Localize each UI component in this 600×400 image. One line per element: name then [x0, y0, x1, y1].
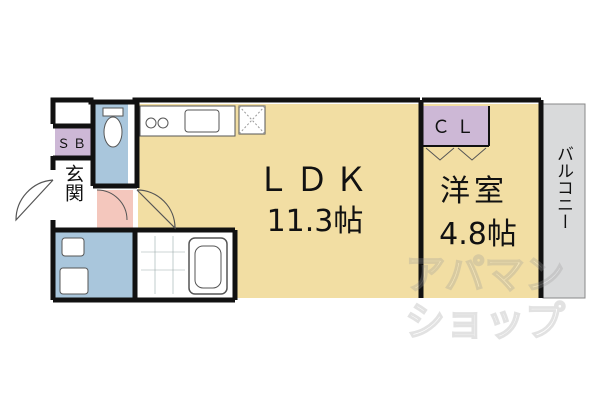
- stove-burner-2: [157, 117, 169, 129]
- stove-burner-1: [145, 117, 157, 129]
- closet-label: ＣＬ: [432, 117, 480, 138]
- hall-door-swing: [96, 189, 128, 221]
- watermark-line2: ショップ: [405, 299, 565, 345]
- balcony-label: バルコニー: [553, 145, 573, 230]
- western-room-label: 洋室: [440, 174, 508, 209]
- ldk-door-swing: [136, 189, 176, 230]
- watermark-line1: アパマン: [405, 252, 564, 298]
- bath-tile-grid: [141, 236, 185, 294]
- shoe-box-label: ＳＢ: [57, 137, 89, 152]
- bathtub: [188, 237, 228, 295]
- bathtub-inner: [194, 245, 222, 289]
- toilet-tank: [102, 107, 124, 117]
- entrance-door-swing: [15, 179, 54, 222]
- kitchen-sink: [184, 109, 220, 133]
- wash-basin: [61, 237, 85, 257]
- closet-walls: [423, 106, 490, 147]
- walls: [50, 97, 544, 303]
- closet-door-2: [457, 147, 487, 161]
- western-room-size-label: 4.8帖: [439, 217, 517, 252]
- closet-area: [423, 106, 489, 146]
- washing-machine: [59, 267, 89, 295]
- balcony-area: [542, 103, 586, 299]
- closet-door-1: [425, 147, 455, 161]
- entrance-area: [55, 160, 93, 228]
- toilet-bowl: [103, 116, 123, 148]
- watermark-logo: アパマン ショップ: [404, 251, 566, 346]
- fridge-space: [238, 105, 266, 135]
- ldk-size-label: 11.3帖: [267, 204, 364, 239]
- entrance-label: 玄関: [62, 164, 84, 202]
- ldk-label: ＬＤＫ: [257, 160, 374, 199]
- shoe-box-area: [55, 128, 91, 156]
